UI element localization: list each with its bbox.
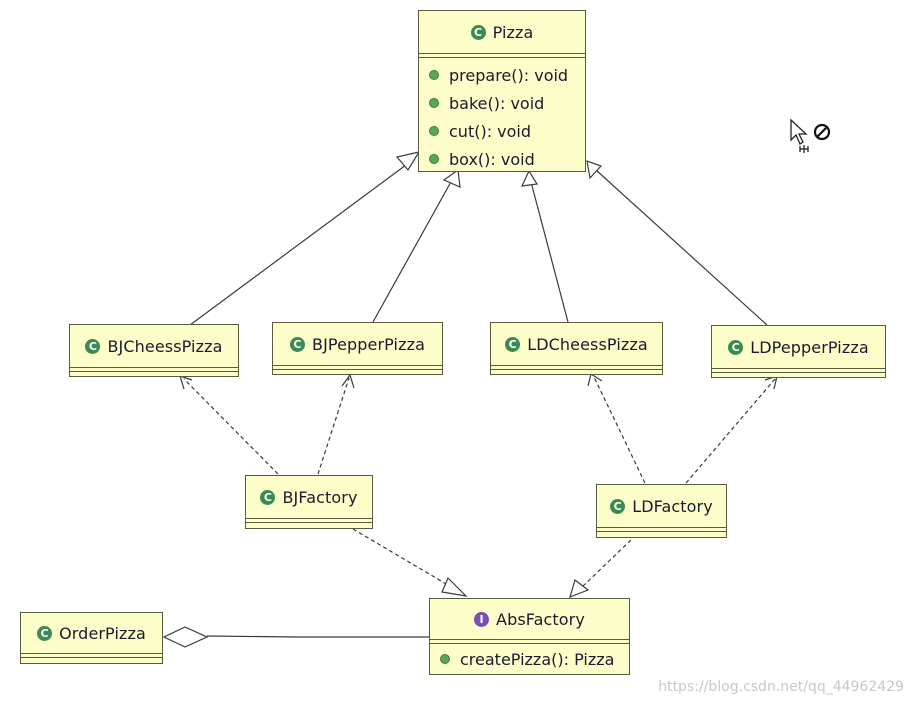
- edge-ldpepper-to-pizza: [595, 169, 768, 326]
- edge-bjfactory-to-bjchees: [183, 378, 279, 475]
- class-name: LDPepperPizza: [750, 337, 869, 357]
- interface-icon: I: [474, 611, 490, 627]
- edge-ldfactory-to-absfactory: [582, 539, 632, 587]
- class-icon: C: [505, 336, 521, 352]
- method-signature: prepare(): void: [449, 65, 569, 85]
- aggregation-diamond: [162, 626, 209, 648]
- class-orderpizza[interactable]: C OrderPizza: [20, 612, 163, 664]
- method-signature: bake(): void: [449, 93, 545, 113]
- class-icon: C: [290, 336, 305, 352]
- interface-absfactory[interactable]: I AbsFactory createPizza(): Pizza: [429, 598, 630, 675]
- class-icon: C: [728, 339, 744, 355]
- class-name: BJCheessPizza: [107, 336, 223, 356]
- method-row[interactable]: createPizza(): Pizza: [430, 645, 629, 673]
- triangle-head-4: [586, 160, 603, 180]
- method-row[interactable]: bake(): void: [419, 89, 585, 117]
- class-bjfactory[interactable]: C BJFactory: [245, 475, 373, 529]
- public-method-icon: [440, 654, 450, 664]
- edge-ldfactory-to-ldchees: [593, 376, 646, 484]
- class-name: OrderPizza: [59, 623, 146, 643]
- triangle-head-5: [441, 576, 468, 597]
- public-method-icon: [429, 98, 439, 108]
- class-name: BJPepperPizza: [312, 334, 425, 354]
- arrow-head-1: [179, 375, 193, 390]
- edge-bjfactory-to-bjpepper: [317, 377, 350, 475]
- class-name: Pizza: [492, 22, 534, 42]
- public-method-icon: [429, 154, 439, 164]
- class-name: LDFactory: [632, 496, 713, 516]
- watermark: https://blog.csdn.net/qq_44962429: [658, 679, 904, 695]
- method-row[interactable]: cut(): void: [419, 117, 585, 145]
- class-name: AbsFactory: [496, 609, 585, 629]
- class-ldfactory[interactable]: C LDFactory: [596, 484, 727, 538]
- class-icon: C: [260, 489, 276, 505]
- method-signature: cut(): void: [449, 121, 532, 141]
- edge-bjfactory-to-absfactory: [352, 528, 454, 589]
- triangle-head-3: [520, 169, 538, 187]
- class-ldpepperpizza[interactable]: C LDPepperPizza: [711, 325, 886, 378]
- triangle-head-6: [569, 578, 590, 599]
- class-ldcheesspizza[interactable]: C LDCheessPizza: [490, 322, 663, 375]
- class-icon: C: [37, 625, 53, 641]
- edge-bjchees-to-pizza: [189, 161, 411, 326]
- arrow-head-2: [341, 373, 355, 389]
- edge-aggregation-line: [206, 635, 297, 638]
- edge-bjpepper-to-pizza: [372, 179, 453, 323]
- class-name: BJFactory: [282, 487, 358, 507]
- edge-ldfactory-to-ldpepper: [685, 378, 776, 484]
- public-method-icon: [429, 70, 439, 80]
- method-signature: box(): void: [449, 149, 535, 169]
- triangle-head-2: [442, 168, 461, 188]
- triangle-head-1: [395, 151, 421, 172]
- public-method-icon: [429, 126, 439, 136]
- class-bjcheesspizza[interactable]: C BJCheessPizza: [69, 324, 239, 377]
- method-row[interactable]: box(): void: [419, 145, 585, 173]
- class-pizza[interactable]: C Pizza prepare(): void bake(): void cut…: [418, 10, 586, 172]
- class-name: LDCheessPizza: [527, 334, 648, 354]
- method-row[interactable]: prepare(): void: [419, 61, 585, 89]
- edge-ldchees-to-pizza: [530, 181, 569, 323]
- class-icon: C: [610, 498, 626, 514]
- class-icon: C: [85, 338, 101, 354]
- class-bjpepperpizza[interactable]: C BJPepperPizza: [272, 322, 443, 375]
- not-allowed-cursor-icon: [790, 118, 831, 153]
- class-icon: C: [470, 24, 486, 40]
- method-signature: createPizza(): Pizza: [460, 649, 615, 669]
